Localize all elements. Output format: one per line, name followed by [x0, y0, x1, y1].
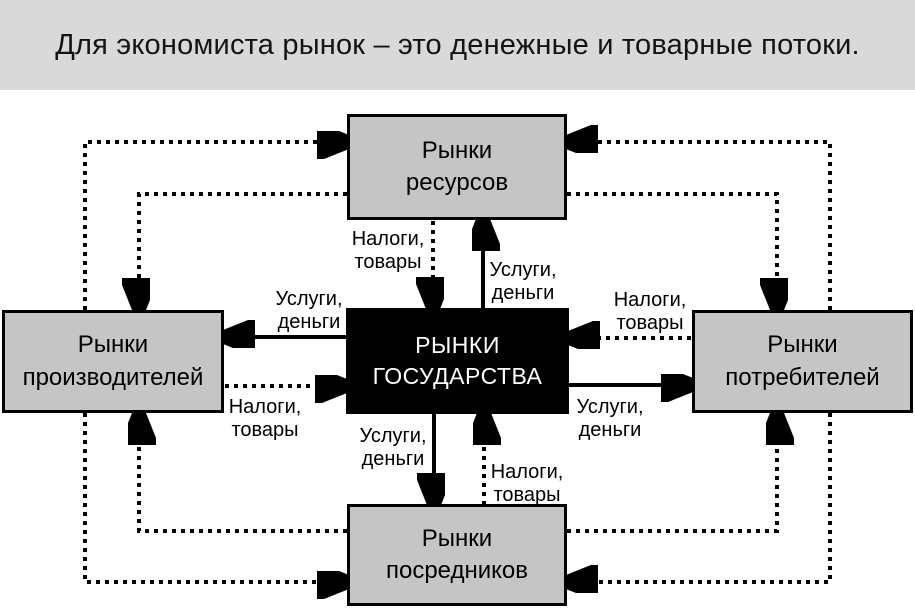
flow-label-bottom-services: Услуги, деньги [359, 425, 427, 470]
flow-label-bottom-taxes: Налоги, товары [490, 461, 564, 506]
node-resource-markets: Рынки ресурсов [347, 114, 567, 220]
node-state-markets-label: РЫНКИ ГОСУДАРСТВА [372, 331, 543, 389]
edge-right-to-bottom-dotted [570, 413, 832, 582]
edge-bottom-to-left-dotted [139, 417, 347, 533]
page-title: Для экономиста рынок – это денежные и то… [55, 28, 860, 61]
flow-label-top-taxes: Налоги, товары [351, 228, 425, 273]
node-resource-markets-label: Рынки ресурсов [405, 136, 509, 196]
node-intermediary-markets: Рынки посредников [347, 504, 567, 606]
title-banner: Для экономиста рынок – это денежные и то… [0, 0, 915, 90]
edge-bottom-to-right-dotted [567, 417, 777, 533]
flow-label-top-services: Услуги, деньги [489, 259, 557, 304]
edge-left-to-top-dotted [83, 142, 345, 310]
node-state-markets: РЫНКИ ГОСУДАРСТВА [346, 308, 569, 414]
node-consumer-markets: Рынки потребителей [692, 310, 913, 413]
flow-label-left-services: Услуги, деньги [275, 288, 343, 333]
node-intermediary-markets-label: Рынки посредников [385, 524, 529, 584]
edge-left-to-bottom-dotted [83, 413, 345, 582]
edge-top-to-left-dotted [139, 192, 347, 306]
edge-right-to-top-dotted [570, 142, 832, 310]
flow-label-left-taxes: Налоги, товары [228, 396, 302, 441]
flow-label-right-taxes: Налоги, товары [613, 289, 687, 334]
flow-label-right-services: Услуги, деньги [576, 396, 644, 441]
edge-top-to-right-dotted [567, 192, 777, 306]
node-consumer-markets-label: Рынки потребителей [725, 331, 880, 391]
node-producer-markets: Рынки производителей [2, 310, 224, 413]
node-producer-markets-label: Рынки производителей [22, 331, 204, 391]
